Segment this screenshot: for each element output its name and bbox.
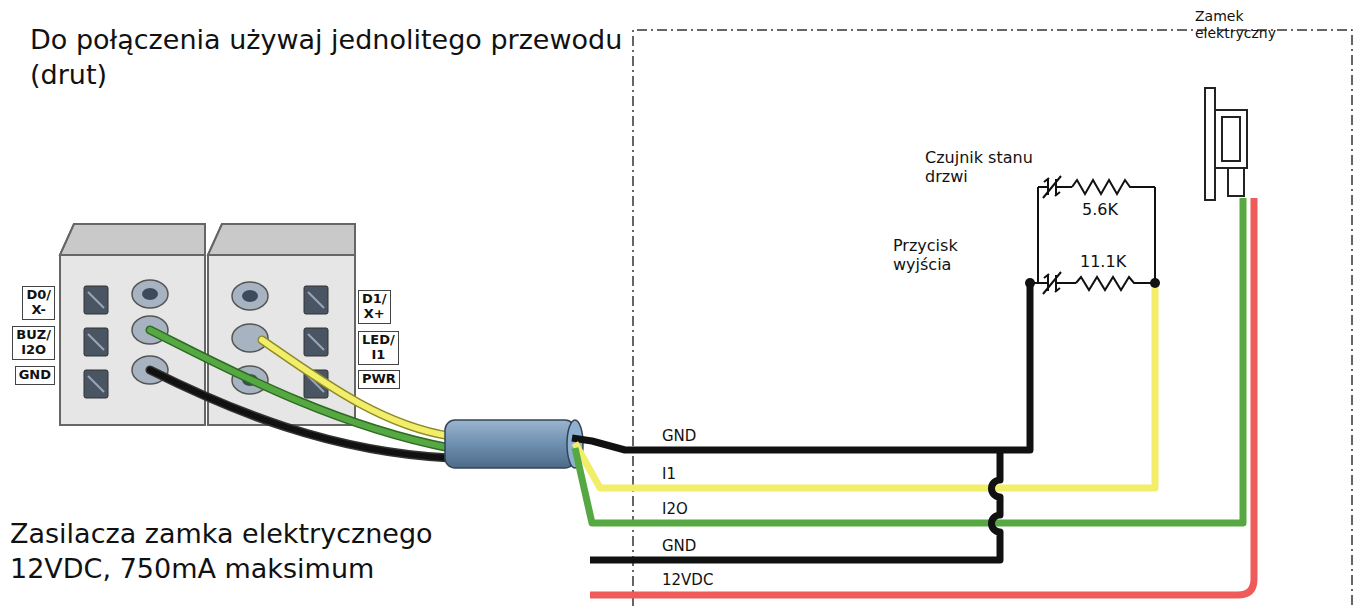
pin-label-box: D1/ X+ — [358, 290, 391, 324]
signal-name: GND — [660, 538, 698, 555]
lock-plate — [1205, 88, 1215, 200]
wiring-note: Do połączenia używaj jednolitego przewod… — [30, 22, 630, 92]
terminal-block — [60, 224, 205, 425]
resistor-symbol — [1072, 180, 1155, 194]
pin-name: D0/ X- — [26, 288, 51, 318]
screw-terminals — [84, 286, 108, 398]
wire-outline — [150, 330, 450, 448]
gnd-wire — [150, 370, 450, 458]
signal-name: GND — [660, 428, 698, 445]
field-wires — [572, 198, 1254, 595]
i2o-wire — [150, 330, 450, 448]
switch-symbol — [1030, 272, 1076, 294]
pin-name: PWR — [362, 372, 396, 387]
lock-stub — [1228, 166, 1244, 196]
electric-lock — [1205, 88, 1247, 200]
power-supply-note: Zasilacza zamka elektrycznego 12VDC, 750… — [10, 516, 510, 586]
resistor-symbol — [1076, 277, 1155, 290]
gnd-wire — [590, 450, 1000, 560]
block-top — [208, 224, 355, 255]
block-top — [60, 224, 205, 255]
wire-hole — [132, 280, 168, 308]
i2o-wire — [575, 198, 1243, 523]
terminal-wires — [150, 330, 450, 458]
junction-dot — [1025, 278, 1035, 288]
hole-inner — [242, 290, 258, 302]
input-network — [1030, 176, 1155, 294]
network-rail — [1038, 187, 1155, 283]
part-name: Przycisk wyjścia — [893, 236, 988, 274]
block-body — [60, 224, 205, 425]
part-name: Zamek elektryczny — [1195, 8, 1295, 42]
switch-symbol — [1038, 176, 1072, 198]
wire-outline — [262, 340, 450, 436]
pin-label-box: BUZ/ I2O — [12, 326, 55, 360]
lock-bolt — [1222, 117, 1240, 161]
i1-wire — [575, 283, 1155, 488]
wire-outline — [150, 370, 450, 458]
resistor-value: 5.6K — [1082, 200, 1118, 219]
pin-label-box: GND — [15, 366, 55, 385]
signal-name: 12VDC — [660, 572, 715, 589]
cable-jacket — [445, 420, 575, 468]
hole-inner — [142, 288, 158, 300]
junction-dot — [1150, 278, 1160, 288]
gnd-wire — [572, 283, 1030, 450]
pin-label-box: LED/ I1 — [358, 331, 399, 365]
pin-name: BUZ/ I2O — [16, 328, 51, 358]
pin-label-box: D0/ X- — [22, 286, 55, 320]
signal-name: I2O — [660, 501, 690, 518]
part-name: Czujnik stanu drzwi — [925, 148, 1043, 186]
signal-name: I1 — [660, 466, 678, 483]
resistor-value: 11.1K — [1080, 252, 1126, 271]
pin-name: GND — [19, 368, 51, 383]
lock-body — [1215, 110, 1247, 168]
hole-inner — [142, 288, 158, 300]
wire-hole — [232, 282, 268, 310]
pin-name: LED/ I1 — [362, 333, 395, 363]
screw-slot — [88, 292, 104, 392]
pin-label-box: PWR — [358, 370, 400, 389]
hole-inner — [242, 290, 258, 386]
pin-name: D1/ X+ — [362, 292, 387, 322]
i1-wire — [262, 340, 450, 436]
